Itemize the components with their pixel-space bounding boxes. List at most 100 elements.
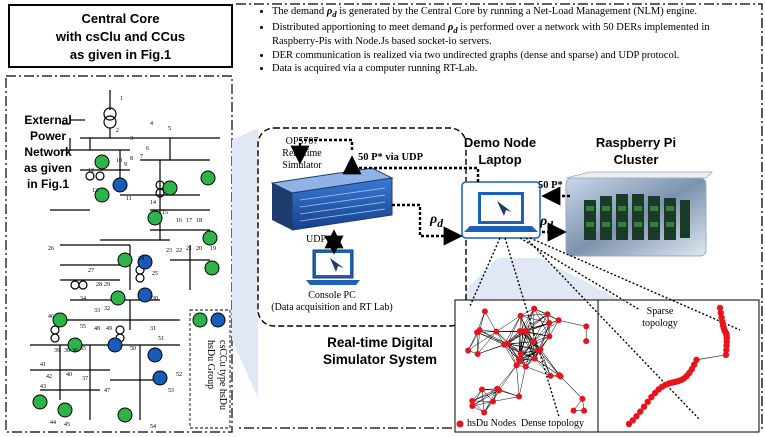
dense-edge	[526, 308, 535, 332]
rtds-label: Real-time Digital Simulator System	[300, 334, 460, 368]
dense-edge	[520, 331, 524, 354]
bus-label: 30	[152, 296, 158, 302]
bus-label: 37	[82, 376, 88, 382]
demo-node-line1: Demo Node	[463, 135, 537, 150]
sparse-node	[722, 351, 730, 359]
hsdu-nodes-label: hsDu Nodes	[467, 418, 517, 429]
dense-edge	[481, 389, 485, 413]
dense-node	[481, 409, 488, 416]
bus-label: 6	[146, 146, 149, 152]
dense-node	[531, 305, 538, 312]
dense-node	[465, 347, 472, 354]
rpi-link-label: 50 P*	[538, 180, 563, 191]
topology-panel	[454, 299, 760, 433]
dense-edge	[496, 315, 521, 332]
sparse-node	[640, 403, 648, 410]
dense-edge	[520, 336, 550, 354]
bus-label: 19	[210, 246, 216, 252]
dense-node	[531, 355, 538, 362]
hsdu-node-legend-dot	[456, 420, 464, 428]
bullet-item: DER communication is realized via two un…	[272, 50, 748, 63]
bus-label: 27	[88, 268, 94, 274]
bus-label: 1	[120, 96, 123, 102]
dense-node	[570, 407, 577, 414]
sparse-node	[633, 413, 640, 420]
sparse-line1: Sparse	[646, 306, 674, 317]
projection-wedge-bottom	[455, 258, 620, 300]
bus-label: 24	[138, 256, 144, 262]
bus-label: 5	[168, 126, 171, 132]
bullet-item: The demand ρd is generated by the Centra…	[272, 6, 748, 21]
dense-edge	[503, 315, 521, 345]
external-power-label: External Power Network as given in Fig.1	[14, 112, 82, 192]
bus-label: 14	[150, 200, 156, 206]
bus-label: 11	[126, 196, 132, 202]
bus-label: 13	[92, 188, 98, 194]
connection-arrows	[290, 138, 570, 255]
bus-label: 23	[166, 248, 172, 254]
dense-node	[546, 320, 553, 327]
legend-cscu-type: csCCu type hsDu	[217, 340, 228, 410]
laptop-to-graph-lines	[469, 237, 741, 421]
dense-node	[513, 362, 520, 369]
legend-box	[189, 309, 231, 429]
ext-power-line2: Power	[29, 129, 66, 143]
dense-edge	[507, 343, 520, 360]
dense-edge	[538, 350, 551, 376]
bus-label: 51	[158, 336, 164, 342]
bus-label: 40	[66, 372, 72, 378]
bus-label: 7	[140, 154, 143, 160]
dense-node	[555, 317, 562, 324]
sparse-node	[648, 393, 655, 401]
dense-node	[520, 328, 527, 335]
legend-hsdu-group: hsDu Group	[205, 340, 216, 389]
dense-edge	[540, 349, 560, 376]
dense-edge	[479, 329, 508, 345]
rpi-cluster-label: Raspberry Pi Cluster	[576, 134, 696, 168]
bus-label: 17	[186, 218, 192, 224]
dense-edge	[522, 308, 535, 332]
dense-edge	[525, 341, 534, 367]
udp-link-label: 50 P* via UDP	[358, 152, 424, 163]
legend-text: hsDu Group csCCu type hsDu	[205, 340, 228, 410]
dense-node	[581, 407, 588, 414]
dense-edge	[533, 308, 550, 324]
bus-label: 10	[116, 158, 122, 164]
dense-node	[517, 312, 524, 319]
dense-node	[530, 338, 537, 345]
dense-node	[478, 386, 485, 393]
dense-edge	[503, 344, 520, 360]
bus-label: 48	[94, 326, 100, 332]
bus-label: 54	[150, 424, 156, 430]
rpi-line1: Raspberry Pi	[595, 135, 677, 150]
rpi-cluster-image	[565, 171, 713, 257]
bus-label: 9	[124, 162, 127, 168]
bus-label: 50	[130, 346, 136, 352]
dense-edge	[558, 374, 583, 400]
dense-edge	[518, 341, 534, 360]
bus-label: 21	[186, 246, 192, 252]
description-bullets: The demand ρd is generated by the Centra…	[258, 6, 748, 77]
dense-edge	[472, 401, 494, 407]
demo-node-line2: Laptop	[478, 152, 522, 167]
bus-label: 4	[150, 121, 153, 127]
dense-edge	[468, 331, 497, 351]
dense-edge	[525, 366, 551, 377]
projection-wedge-left	[232, 128, 258, 398]
dense-edge	[479, 329, 505, 345]
simulator-name2: Real-time	[282, 148, 322, 159]
sparse-node	[637, 408, 644, 415]
bus-label: 46	[48, 314, 54, 320]
bus-label: 31	[150, 326, 156, 332]
console-line2: (Data acquisition and RT Lab)	[271, 302, 393, 313]
central-core-box: Central Core with csClu and CCus as give…	[8, 4, 233, 68]
bus-label: 42	[46, 374, 52, 380]
central-core-line1: Central Core	[81, 11, 160, 26]
ext-power-line1: External	[24, 113, 72, 127]
dense-edge	[532, 308, 535, 342]
dense-node	[515, 356, 522, 363]
console-pc-label: Console PC (Data acquisition and RT Lab)	[262, 290, 402, 314]
udp-label: UDP	[306, 234, 327, 245]
dense-node	[522, 363, 529, 370]
dense-edge	[484, 311, 497, 332]
